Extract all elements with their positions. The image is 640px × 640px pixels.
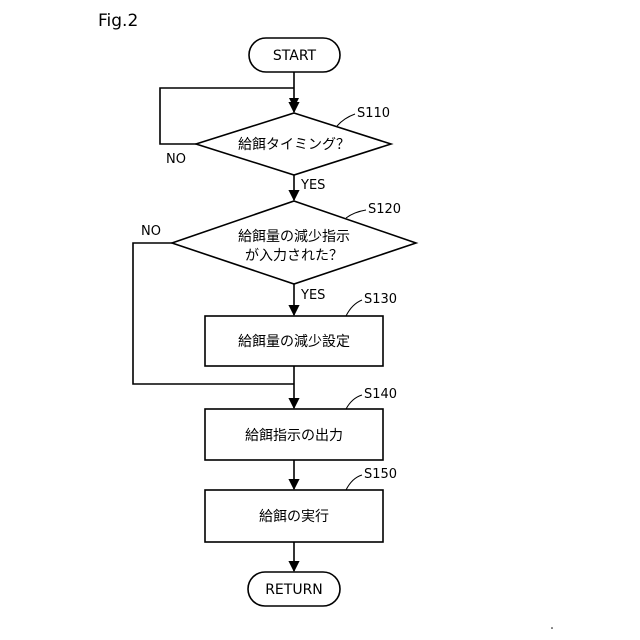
s130-text: 給餌量の減少設定 bbox=[238, 333, 350, 350]
s120-step-leader bbox=[346, 210, 366, 218]
s110-no-loop-arrowhead bbox=[289, 98, 299, 108]
return-terminal: RETURN bbox=[248, 572, 340, 606]
start-terminal: START bbox=[249, 38, 340, 72]
s130-process: 給餌量の減少設定 bbox=[205, 316, 383, 366]
s120-no-label: NO bbox=[141, 224, 161, 239]
s120-text-line2: が入力された？ bbox=[245, 248, 343, 264]
s140-process: 給餌指示の出力 bbox=[205, 409, 383, 460]
start-label: START bbox=[273, 48, 317, 64]
s110-yes-label: YES bbox=[300, 178, 325, 193]
s140-text: 給餌指示の出力 bbox=[245, 427, 343, 444]
s150-text: 給餌の実行 bbox=[259, 508, 329, 525]
s120-text-line1: 給餌量の減少指示 bbox=[238, 228, 350, 245]
s110-text: 給餌タイミング？ bbox=[238, 136, 350, 153]
s120-yes-label: YES bbox=[300, 288, 325, 303]
figure-label: Fig.2 bbox=[98, 11, 138, 31]
s110-step-leader bbox=[337, 114, 355, 126]
s140-step-leader bbox=[346, 395, 362, 409]
s150-process: 給餌の実行 bbox=[205, 490, 383, 542]
speck-mark bbox=[551, 627, 553, 629]
s110-step-id: S110 bbox=[357, 106, 390, 121]
s150-step-id: S150 bbox=[364, 467, 397, 482]
return-label: RETURN bbox=[265, 582, 323, 598]
s140-step-id: S140 bbox=[364, 387, 397, 402]
s130-step-leader bbox=[346, 300, 362, 316]
s110-no-label: NO bbox=[166, 152, 186, 167]
s120-step-id: S120 bbox=[368, 202, 401, 217]
s110-decision: 給餌タイミング？ bbox=[196, 113, 391, 175]
s130-step-id: S130 bbox=[364, 292, 397, 307]
s150-step-leader bbox=[346, 475, 362, 490]
